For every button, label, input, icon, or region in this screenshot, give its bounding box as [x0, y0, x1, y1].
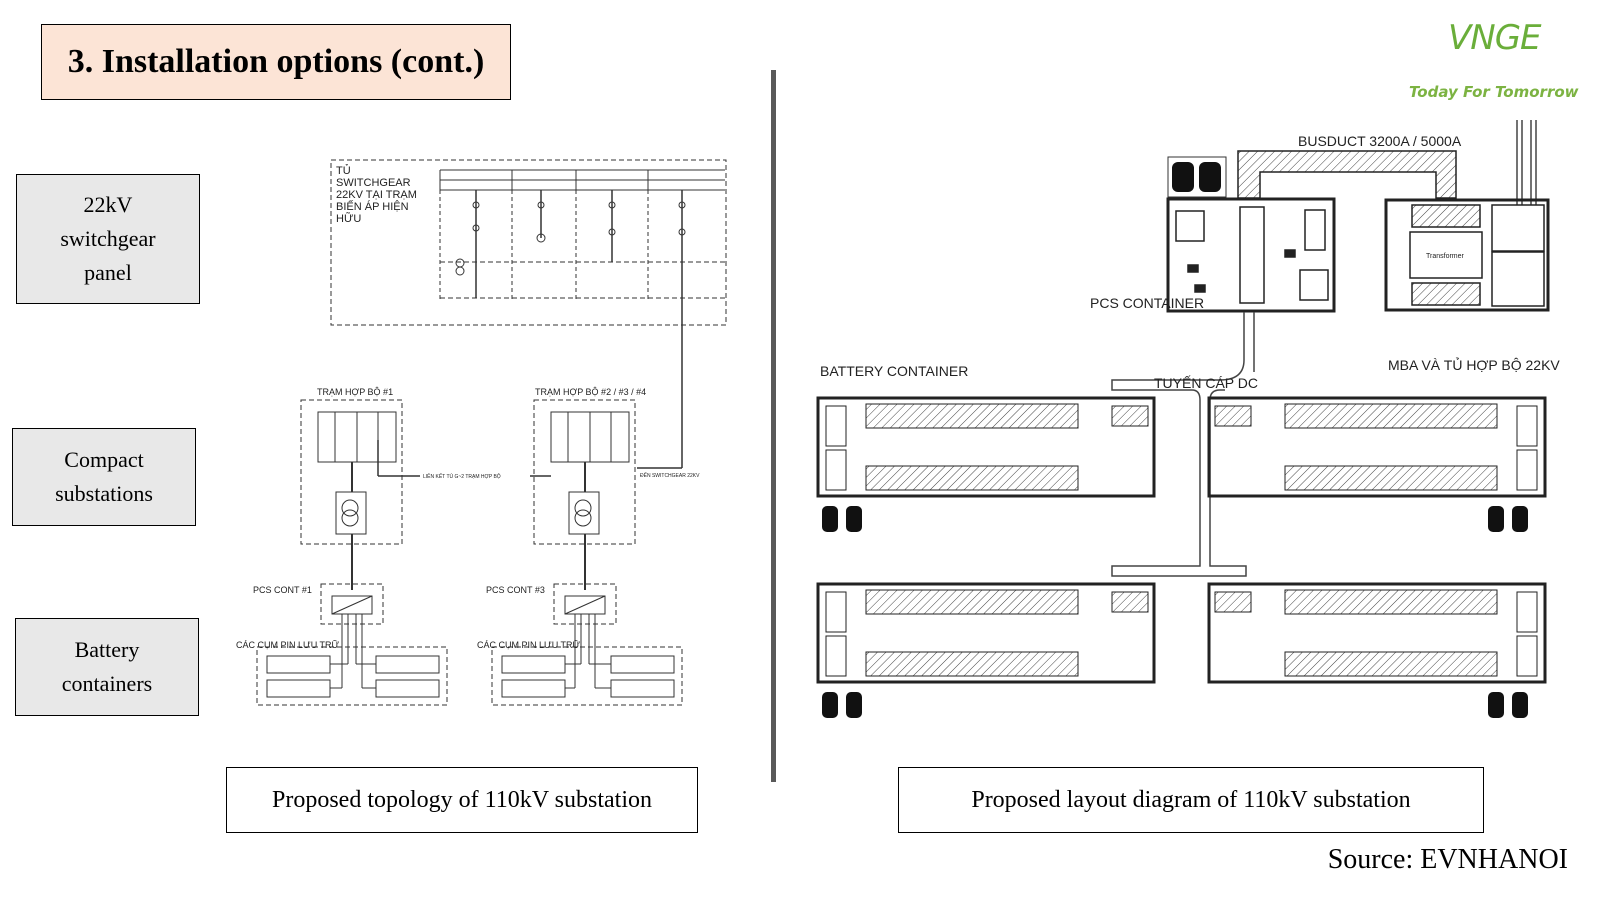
battery-container-4 — [1207, 582, 1547, 684]
transformer-container — [1384, 198, 1550, 312]
caption-topology: Proposed topology of 110kV substation — [226, 767, 698, 833]
label-compact-substations: Compact substations — [12, 428, 196, 526]
compact1-label: TRẠM HỢP BỘ #1 — [317, 387, 393, 397]
busduct-label: BUSDUCT 3200A / 5000A — [1298, 133, 1462, 149]
center-divider — [771, 70, 776, 782]
switchgear-label-line2: SWITCHGEAR — [336, 177, 411, 189]
logo-mark: VNGE — [1448, 18, 1542, 58]
vnge-logo: VNGE Today For Tomorrow — [1404, 18, 1584, 108]
switchgear-label-line3: 22KV TẠI TRẠM — [336, 189, 417, 201]
battery-cluster1-label: CÁC CỤM PIN LƯU TRỮ — [236, 640, 340, 650]
layout-diagram: BUSDUCT 3200A / 5000A PCS CONTAINER BATT… — [816, 120, 1560, 718]
transformer-label: Transformer — [1426, 253, 1465, 260]
battery-container-1 — [816, 396, 1156, 498]
switchgear-label-line5: HỮU — [336, 212, 361, 225]
battery-cluster2-label: CÁC CỤM PIN LƯU TRỮ — [477, 640, 581, 650]
link-label: LIÊN KẾT TỦ G~2 TRẠM HỢP BỘ — [423, 472, 501, 480]
overhead-line — [1516, 120, 1537, 205]
busduct — [1237, 150, 1457, 199]
compact2-label: TRẠM HỢP BỘ #2 / #3 / #4 — [535, 387, 646, 397]
label-battery-containers: Battery containers — [15, 618, 199, 716]
source-note: Source: EVNHANOI — [1327, 844, 1568, 875]
cooling-fans — [1167, 156, 1227, 198]
switchgear-label-line4: BIẾN ÁP HIỆN — [336, 200, 409, 213]
to-switchgear-label: ĐẾN SWITCHGEAR 22KV — [640, 472, 700, 479]
battery-container-label: BATTERY CONTAINER — [820, 363, 968, 379]
pcs3-label: PCS CONT #3 — [486, 585, 545, 595]
battery-container-3 — [816, 582, 1156, 684]
pcs-container — [1166, 197, 1336, 313]
container-fans — [822, 506, 1528, 718]
topology-diagram: TỦ SWITCHGEAR 22KV TẠI TRẠM BIẾN ÁP HIỆN… — [236, 159, 727, 706]
logo-tagline: Today For Tomorrow — [1409, 83, 1579, 101]
slide-title: 3. Installation options (cont.) — [41, 24, 511, 100]
battery-container-grid — [816, 396, 1547, 684]
pcs-container-label: PCS CONTAINER — [1090, 295, 1204, 311]
caption-layout: Proposed layout diagram of 110kV substat… — [898, 767, 1484, 833]
label-switchgear-panel: 22kV switchgear panel — [16, 174, 200, 304]
dc-route-label: TUYẾN CÁP DC — [1154, 375, 1258, 391]
pcs1-label: PCS CONT #1 — [253, 585, 312, 595]
mba-label: MBA VÀ TỦ HỢP BỘ 22KV — [1388, 356, 1560, 373]
switchgear-label-line1: TỦ — [336, 164, 351, 177]
dc-cable-route — [1111, 312, 1255, 577]
battery-container-2 — [1207, 396, 1547, 498]
